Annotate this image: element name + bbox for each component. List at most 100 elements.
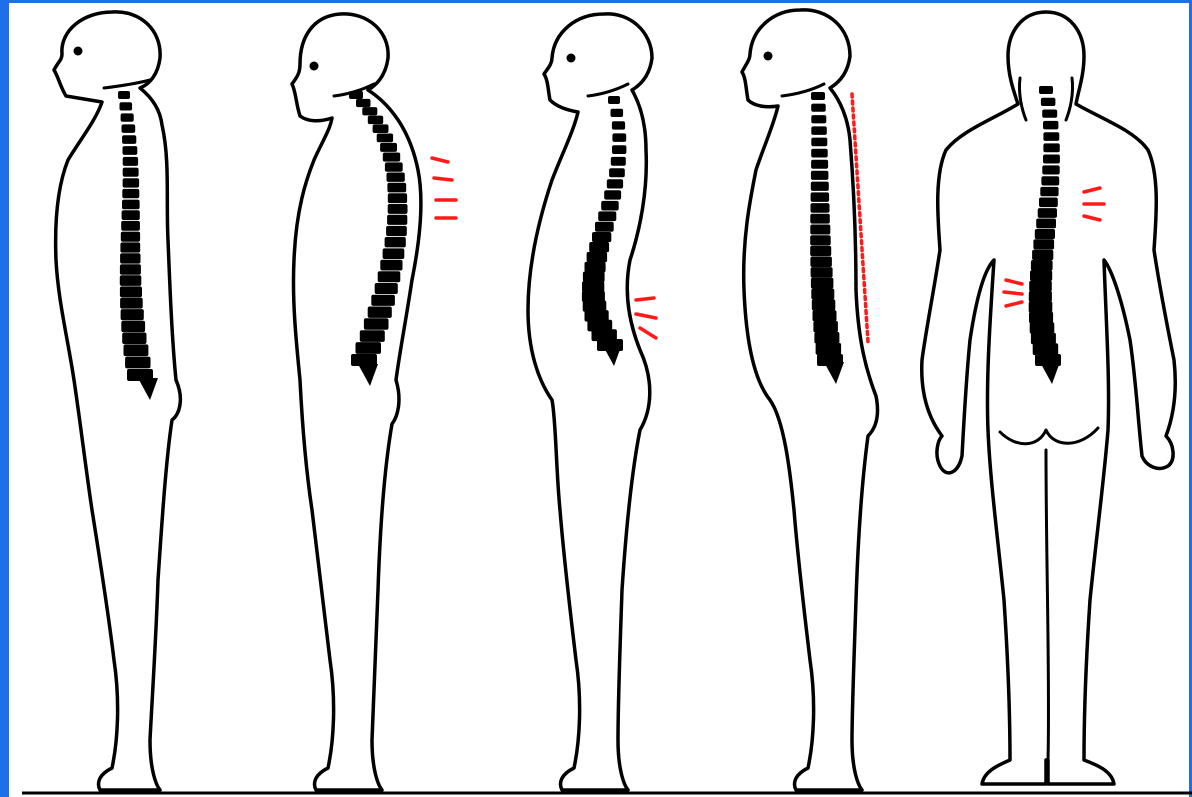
vertebra — [380, 260, 402, 271]
body-outline — [292, 14, 421, 790]
vertebra — [811, 182, 829, 191]
vertebra — [362, 107, 377, 115]
vertebra — [123, 168, 139, 177]
vertebra — [122, 333, 146, 345]
vertebra — [121, 309, 144, 320]
eye — [74, 47, 83, 56]
vertebra — [582, 291, 605, 302]
vertebra — [1042, 165, 1059, 174]
vertebra — [378, 271, 401, 282]
vertebra — [123, 146, 138, 155]
vertebra — [1043, 121, 1058, 129]
vertebra — [811, 171, 829, 180]
vertebra — [810, 235, 831, 245]
red-marker-line — [640, 328, 656, 338]
vertebra — [811, 267, 833, 278]
vertebra — [1033, 239, 1054, 249]
vertebra — [583, 272, 605, 283]
vertebra — [612, 145, 626, 154]
figure-normal-posture — [54, 12, 180, 790]
vertebra — [121, 221, 140, 231]
vertebra — [1031, 260, 1053, 271]
vertebra — [811, 115, 826, 123]
vertebra — [1033, 343, 1059, 355]
vertebra — [356, 342, 382, 354]
vertebra — [120, 253, 140, 263]
vertebra — [612, 121, 625, 129]
vertebra — [1039, 198, 1058, 208]
vertebra — [1030, 322, 1055, 334]
vertebra — [387, 173, 405, 182]
vertebra — [612, 133, 626, 142]
vertebra — [1029, 291, 1052, 302]
eye — [310, 62, 319, 71]
vertebra — [121, 232, 140, 242]
vertebra — [373, 124, 389, 133]
vertebra — [122, 200, 140, 210]
vertebra — [120, 102, 133, 110]
vertebra — [611, 157, 626, 166]
vertebra — [386, 226, 407, 236]
vertebra — [811, 160, 828, 169]
vertebra — [1041, 98, 1056, 106]
vertebra — [811, 192, 830, 202]
vertebra — [814, 332, 839, 344]
figure-kyphosis — [292, 14, 421, 790]
vertebra — [1042, 110, 1057, 118]
eye — [764, 52, 773, 61]
vertebra — [1038, 208, 1057, 218]
markers-lordosis — [636, 298, 656, 338]
vertebra — [124, 344, 149, 356]
vertebra — [360, 330, 385, 342]
vertebra — [1030, 270, 1052, 281]
vertebra — [118, 91, 130, 99]
vertebra — [604, 190, 621, 199]
vertebra — [125, 357, 150, 369]
vertebra — [608, 96, 620, 104]
vertebra — [810, 257, 832, 268]
vertebra — [816, 343, 842, 355]
vertebra — [1029, 312, 1053, 323]
vertebra — [120, 242, 140, 252]
vertebra — [811, 278, 834, 289]
vertebra — [383, 248, 405, 259]
vertebra — [121, 113, 134, 121]
vertebra — [123, 157, 138, 166]
vertebra — [377, 134, 393, 143]
vertebra — [598, 211, 616, 221]
vertebra — [1031, 333, 1056, 345]
vertebra — [388, 204, 408, 214]
vertebra — [585, 262, 606, 273]
vertebra — [810, 225, 830, 235]
vertebra — [349, 91, 363, 99]
vertebra — [368, 116, 383, 125]
vertebra — [122, 124, 136, 132]
vertebra — [811, 289, 834, 300]
vertebra — [122, 210, 140, 220]
vertebra — [385, 162, 403, 171]
vertebra — [1039, 86, 1053, 94]
vertebra — [380, 143, 397, 152]
vertebra — [385, 237, 406, 247]
vertebra — [810, 246, 831, 256]
vertebra — [611, 109, 624, 117]
vertebra — [1036, 219, 1056, 229]
vertebra — [811, 126, 827, 134]
vertebra — [123, 178, 140, 187]
figure-flat-back — [742, 10, 878, 790]
vertebra — [375, 283, 398, 294]
vertebra — [120, 275, 142, 286]
red-marker-line — [434, 178, 452, 180]
vertebra — [1029, 281, 1052, 292]
vertebra — [122, 189, 139, 198]
red-marker-line — [636, 314, 656, 318]
vertebra — [368, 307, 392, 318]
vertebra — [582, 281, 604, 292]
vertebra — [587, 252, 608, 262]
vertebra — [1032, 250, 1053, 260]
vertebra — [812, 299, 836, 310]
vertebra — [387, 183, 406, 193]
vertebra — [601, 201, 619, 211]
